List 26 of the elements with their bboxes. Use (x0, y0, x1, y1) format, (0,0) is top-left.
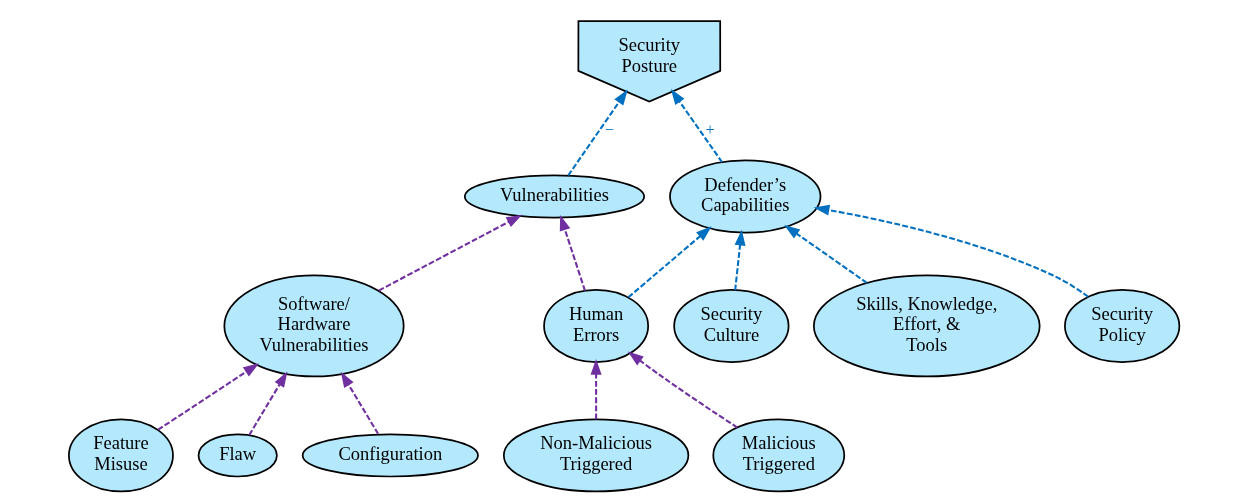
arrow (567, 89, 628, 176)
arrow (784, 224, 868, 284)
edge-label: + (705, 121, 715, 139)
node-ellipse: Security Policy (1064, 288, 1181, 363)
arrow (340, 371, 379, 435)
node-ellipse: Vulnerabilities (463, 174, 646, 219)
arrow (590, 358, 602, 420)
edge-label: − (604, 121, 614, 139)
node-ellipse: Non-Malicious Triggered (502, 418, 690, 493)
node-ellipse: Defender’s Capabilities (669, 159, 822, 234)
arrow (627, 351, 738, 429)
arrow (157, 363, 259, 431)
arrow (813, 204, 1089, 298)
arrow (670, 89, 723, 163)
node-ellipse: Skills, Knowledge, Effort, & Tools (813, 274, 1041, 378)
arrow (248, 371, 288, 436)
node-ellipse: Flaw (197, 433, 278, 478)
node-ellipse: Malicious Triggered (712, 418, 846, 493)
arrow (378, 214, 523, 292)
arrow (734, 229, 746, 291)
node-ellipse: Feature Misuse (68, 418, 174, 493)
node-ellipse: Configuration (301, 433, 479, 478)
arrow (559, 214, 586, 292)
node-ellipse: Human Errors (543, 288, 649, 363)
arrow (627, 226, 712, 298)
node-ellipse: Security Culture (673, 288, 790, 363)
